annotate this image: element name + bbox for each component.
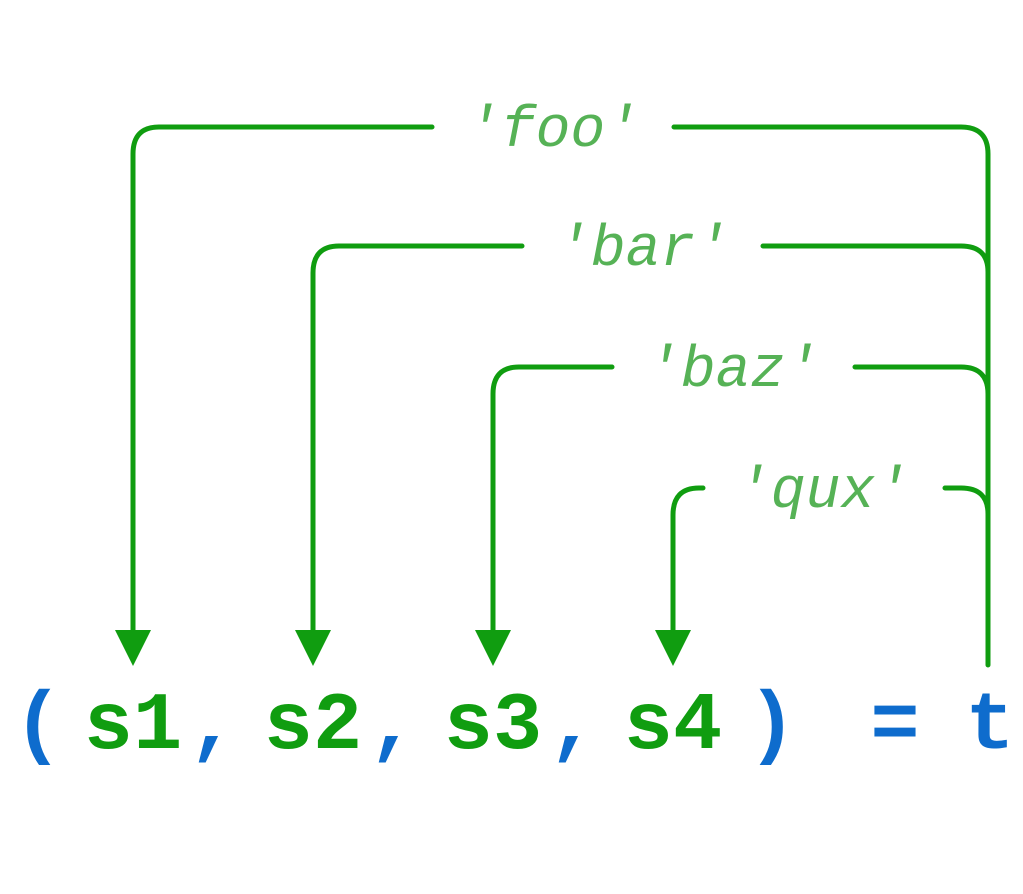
comma-2: , bbox=[368, 680, 417, 773]
assignment-statement: ( s1 , s2 , s3 , s4 ) = t bbox=[13, 680, 1014, 773]
key-labels: 'foo' 'bar' 'baz' 'qux' bbox=[466, 99, 910, 525]
connector-foo bbox=[130, 124, 991, 668]
open-paren: ( bbox=[13, 680, 62, 773]
variable-s3: s3 bbox=[444, 680, 542, 773]
arrowhead-s2 bbox=[295, 630, 331, 666]
label-qux: 'qux' bbox=[736, 460, 910, 525]
equals-sign: = bbox=[870, 680, 919, 773]
arrowhead-s1 bbox=[115, 630, 151, 666]
label-baz: 'baz' bbox=[646, 339, 820, 404]
label-foo: 'foo' bbox=[466, 99, 640, 164]
comma-3: , bbox=[548, 680, 597, 773]
connector-bar bbox=[310, 243, 991, 635]
arrowhead-s4 bbox=[655, 630, 691, 666]
connector-qux bbox=[670, 485, 991, 635]
connector-lines bbox=[115, 124, 991, 668]
variable-s1: s1 bbox=[84, 680, 182, 773]
variable-s4: s4 bbox=[624, 680, 722, 773]
arrowhead-s3 bbox=[475, 630, 511, 666]
tuple-t: t bbox=[965, 680, 1014, 773]
variable-s2: s2 bbox=[264, 680, 362, 773]
label-bar: 'bar' bbox=[556, 218, 730, 283]
connector-baz bbox=[490, 364, 991, 635]
comma-1: , bbox=[188, 680, 237, 773]
close-paren: ) bbox=[747, 680, 796, 773]
